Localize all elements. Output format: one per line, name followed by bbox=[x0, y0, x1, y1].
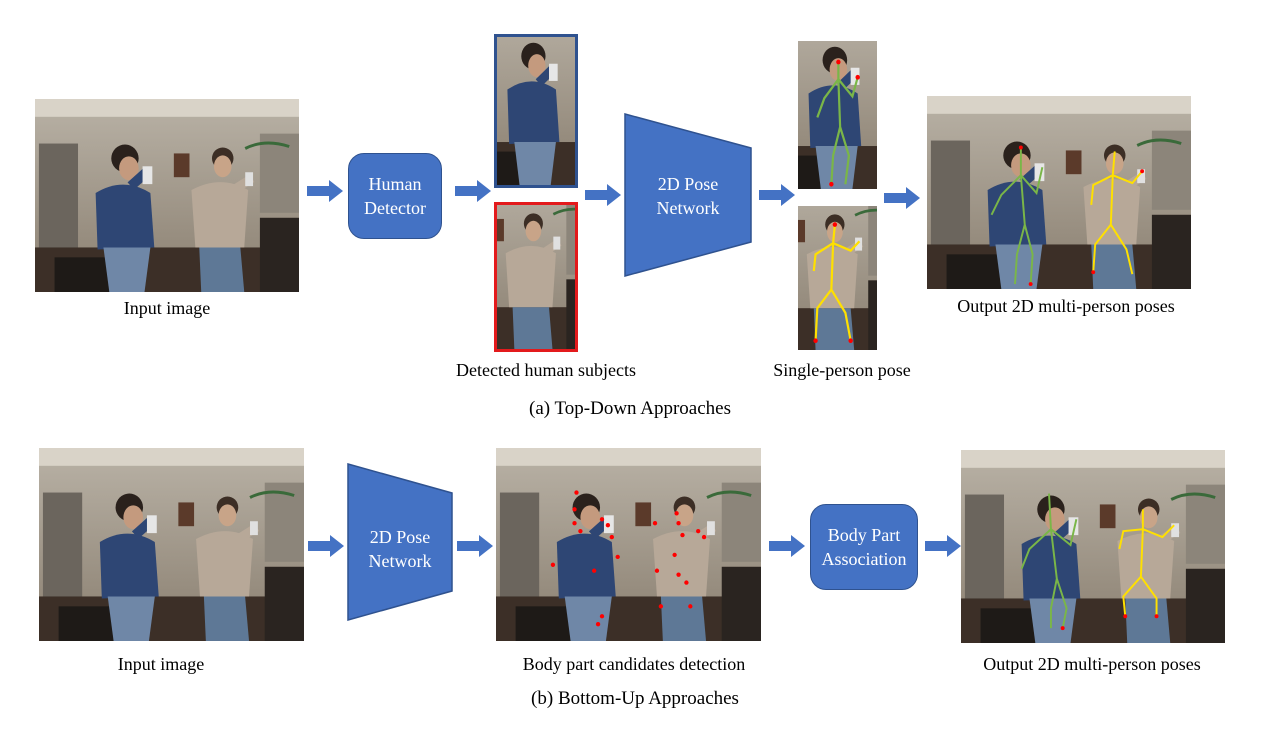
top-input-caption: Input image bbox=[123, 298, 211, 318]
human-detector-label-line2: Detector bbox=[364, 198, 426, 218]
body-part-association-line1: Body Part bbox=[827, 525, 901, 545]
arrow-right-icon bbox=[925, 535, 961, 557]
single-person-pose-yellow bbox=[798, 206, 877, 350]
bottom-section-title: (b) Bottom-Up Approaches bbox=[531, 688, 739, 709]
candidates-caption: Body part candidates detection bbox=[522, 654, 746, 674]
top-output-caption: Output 2D multi-person poses bbox=[957, 296, 1175, 316]
single-person-pose-green bbox=[798, 41, 877, 189]
top-pose-network-label-line2: Network bbox=[656, 198, 720, 218]
arrow-right-icon bbox=[308, 535, 344, 557]
top-input-image bbox=[35, 99, 299, 292]
top-pose-network-block bbox=[624, 113, 752, 277]
arrow-right-icon bbox=[884, 187, 920, 209]
bottom-output-caption: Output 2D multi-person poses bbox=[983, 654, 1201, 674]
arrow-right-icon bbox=[759, 184, 795, 206]
bottom-output-image bbox=[961, 450, 1225, 643]
bottom-pose-network-label: 2D Pose Network bbox=[347, 525, 453, 573]
human-detector-block: Human Detector bbox=[348, 153, 442, 239]
detected-subject-crop-red bbox=[494, 202, 578, 352]
body-part-candidates-image bbox=[496, 448, 761, 641]
bottom-pose-network-block bbox=[347, 463, 453, 621]
arrow-right-icon bbox=[455, 180, 491, 202]
arrow-right-icon bbox=[307, 180, 343, 202]
detected-subject-crop-blue bbox=[494, 34, 578, 188]
detected-caption: Detected human subjects bbox=[456, 360, 636, 380]
body-part-association-line2: Association bbox=[821, 549, 907, 569]
arrow-right-icon bbox=[585, 184, 621, 206]
arrow-right-icon bbox=[769, 535, 805, 557]
top-output-image bbox=[927, 96, 1191, 289]
human-detector-label-line1: Human bbox=[368, 174, 422, 194]
single-person-caption: Single-person pose bbox=[773, 360, 911, 380]
top-pose-network-label: 2D Pose Network bbox=[624, 172, 752, 220]
bottom-pose-network-label-line2: Network bbox=[368, 551, 432, 571]
body-part-association-block: Body Part Association bbox=[810, 504, 918, 590]
top-pose-network-label-line1: 2D Pose bbox=[657, 174, 719, 194]
arrow-right-icon bbox=[457, 535, 493, 557]
bottom-input-image bbox=[39, 448, 304, 641]
bottom-input-caption: Input image bbox=[117, 654, 205, 674]
top-section-title: (a) Top-Down Approaches bbox=[529, 398, 731, 419]
bottom-pose-network-label-line1: 2D Pose bbox=[369, 527, 431, 547]
